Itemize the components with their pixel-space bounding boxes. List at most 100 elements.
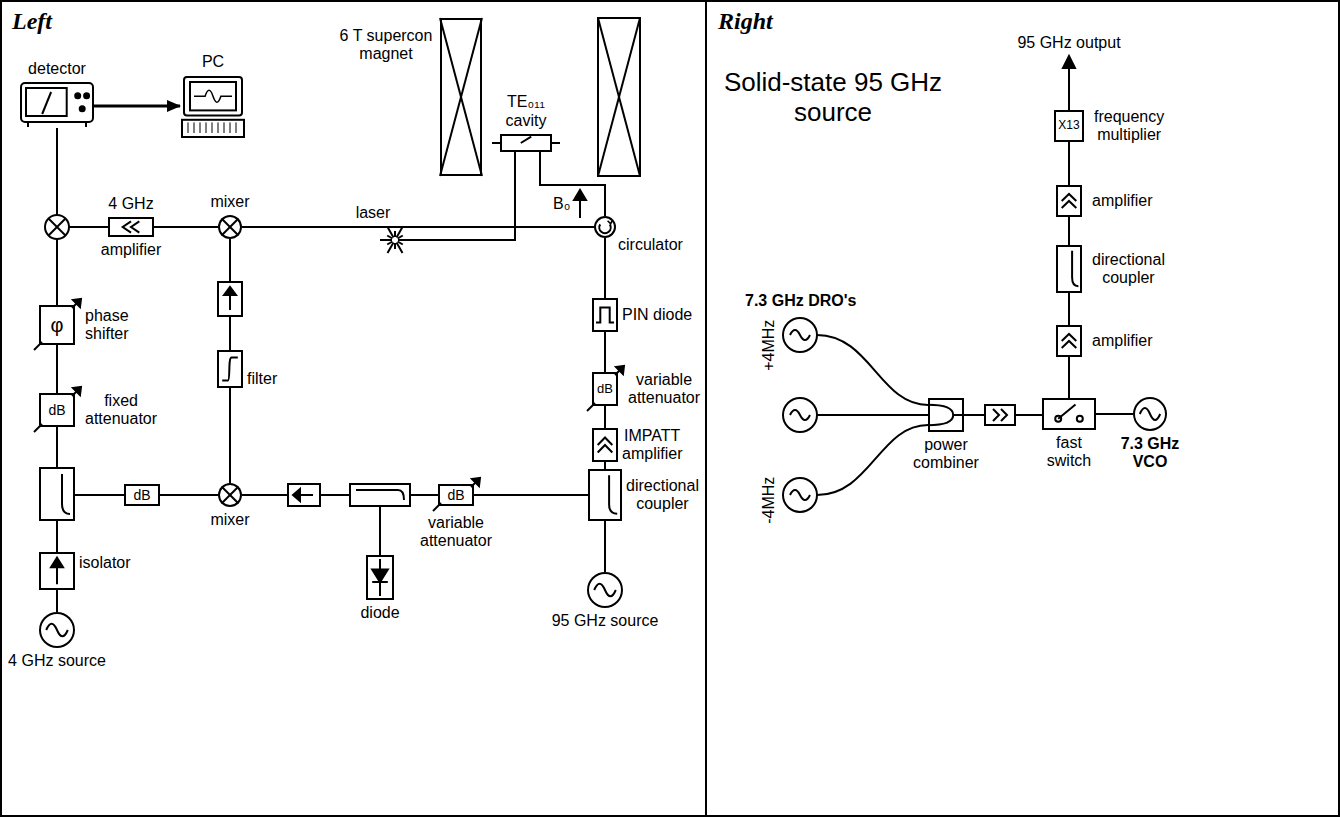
line-shape bbox=[705, 1, 707, 816]
pin-diode-box: PIN diode bbox=[592, 298, 618, 332]
connector bbox=[160, 494, 218, 496]
line-shape bbox=[56, 239, 58, 305]
box-text: φ bbox=[51, 314, 64, 337]
component-symbol bbox=[180, 75, 246, 139]
connector bbox=[604, 406, 606, 428]
component-label: amplifier bbox=[1092, 332, 1152, 350]
path-shape bbox=[1140, 408, 1160, 420]
component-symbol bbox=[218, 215, 242, 239]
circle-shape bbox=[84, 93, 89, 98]
path-shape bbox=[609, 475, 617, 514]
line-shape bbox=[394, 243, 396, 249]
box-text: X13 bbox=[1058, 119, 1079, 133]
attenuator-box: dBvariable attenuator bbox=[592, 372, 618, 406]
component-symbol bbox=[20, 82, 94, 128]
component-symbol bbox=[218, 483, 242, 507]
connector bbox=[1068, 293, 1070, 325]
component-label: 7.3 GHz VCO bbox=[1117, 435, 1183, 472]
line-shape bbox=[1058, 404, 1075, 418]
left-wires bbox=[40, 18, 640, 555]
component-label: PIN diode bbox=[622, 306, 692, 324]
attenuator-box: dBvariable attenuator bbox=[438, 484, 474, 506]
line-shape bbox=[398, 236, 403, 239]
component-label: diode bbox=[360, 604, 399, 622]
line-shape bbox=[224, 122, 225, 133]
magnet-coil: 6 T supercon magnet bbox=[440, 18, 482, 176]
path-shape bbox=[356, 490, 404, 500]
line-shape bbox=[212, 122, 213, 133]
amplifier-box: 4 GHzamplifier bbox=[108, 217, 154, 237]
amplifier-box: amplifier bbox=[1056, 325, 1082, 357]
cavity-box: TE₀₁₁ cavity bbox=[500, 134, 552, 152]
oscillator-label: 7.3 GHz DRO's bbox=[745, 292, 856, 310]
path-shape bbox=[790, 490, 810, 500]
path-shape bbox=[817, 425, 928, 495]
path-shape bbox=[222, 358, 238, 381]
line-shape bbox=[34, 342, 42, 350]
detector-instrument: detector bbox=[20, 82, 94, 128]
path-shape bbox=[372, 569, 388, 582]
connector bbox=[604, 238, 606, 298]
line-shape bbox=[27, 122, 29, 127]
path-shape bbox=[51, 558, 63, 568]
component-symbol bbox=[1056, 245, 1082, 293]
line-shape bbox=[440, 18, 482, 176]
component-label: detector bbox=[28, 60, 86, 78]
line-shape bbox=[56, 427, 58, 468]
component-label: amplifier bbox=[1092, 192, 1152, 210]
path-shape bbox=[574, 190, 586, 200]
line-shape bbox=[387, 242, 392, 245]
line-shape bbox=[380, 239, 392, 241]
connector bbox=[56, 345, 58, 393]
line-shape bbox=[49, 219, 66, 236]
path-shape bbox=[928, 405, 964, 425]
path-shape bbox=[224, 287, 236, 295]
line-shape bbox=[85, 122, 87, 127]
isolator-box: isolator bbox=[39, 552, 75, 590]
path-shape bbox=[790, 330, 810, 340]
connector bbox=[1096, 413, 1133, 415]
component-symbol bbox=[39, 552, 75, 590]
box-text: dB bbox=[447, 487, 464, 503]
line-shape bbox=[521, 137, 531, 143]
source-symbol: 95 GHz source bbox=[587, 572, 623, 608]
connector bbox=[474, 494, 588, 496]
output-label: 95 GHz output bbox=[1017, 34, 1120, 52]
connector bbox=[1068, 357, 1070, 398]
line-shape bbox=[394, 231, 396, 237]
line-shape bbox=[398, 239, 410, 241]
path-shape bbox=[1062, 334, 1077, 348]
connector bbox=[604, 521, 606, 572]
path-shape bbox=[616, 366, 624, 374]
component-label: 4 GHz source bbox=[8, 652, 106, 670]
circle-shape bbox=[783, 478, 817, 512]
line-shape bbox=[320, 494, 350, 496]
line-shape bbox=[188, 122, 189, 133]
component-label: variable attenuator bbox=[628, 371, 700, 408]
amplifier-box: amplifier bbox=[1056, 185, 1082, 217]
mixer-symbol: mixer bbox=[218, 483, 242, 507]
component-label: isolator bbox=[79, 554, 131, 572]
path-shape bbox=[46, 624, 68, 637]
component-label: laser bbox=[356, 204, 391, 222]
line-shape bbox=[206, 122, 207, 133]
component-label: TE₀₁₁ cavity bbox=[506, 93, 547, 130]
path-shape bbox=[123, 221, 140, 232]
path-shape bbox=[73, 299, 81, 307]
component-label: IMPATT amplifier bbox=[622, 427, 682, 464]
attenuator-box: dB bbox=[124, 484, 160, 506]
path-shape bbox=[1062, 194, 1077, 208]
rect-shape bbox=[21, 83, 93, 122]
rect-shape bbox=[182, 120, 244, 137]
line-shape bbox=[42, 92, 51, 114]
source-symbol: 4 GHz source bbox=[39, 612, 75, 648]
line-shape bbox=[56, 520, 58, 552]
connector bbox=[1068, 217, 1070, 245]
filter-box: filter bbox=[217, 350, 243, 388]
panel-heading: Solid-state 95 GHz source bbox=[718, 68, 948, 128]
component-label: fixed attenuator bbox=[85, 392, 157, 429]
component-symbol bbox=[1042, 398, 1096, 430]
line-shape bbox=[56, 128, 58, 215]
